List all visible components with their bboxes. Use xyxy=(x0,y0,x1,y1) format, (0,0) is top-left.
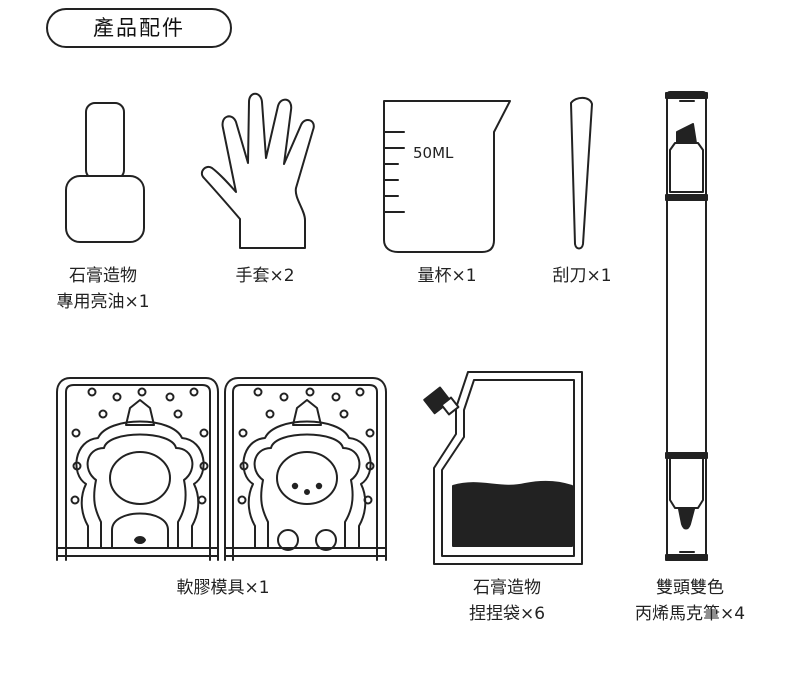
marker-label-line1: 雙頭雙色 xyxy=(656,578,724,598)
polish-label-line1: 石膏造物 xyxy=(69,266,137,286)
pouch-label-line1: 石膏造物 xyxy=(473,578,541,598)
gloves-caption: 手套×2 xyxy=(215,263,315,289)
scraper-label: 刮刀×1 xyxy=(552,266,612,286)
marker-caption: 雙頭雙色 丙烯馬克筆×4 xyxy=(620,575,760,627)
mold-caption: 軟膠模具×1 xyxy=(143,575,303,601)
polish-label-line2: 專用亮油×1 xyxy=(56,292,150,312)
gloves-label: 手套×2 xyxy=(235,266,295,286)
pouch-label-line2: 捏捏袋×6 xyxy=(468,604,546,624)
section-title: 產品配件 xyxy=(93,16,185,40)
glove-icon xyxy=(200,92,315,249)
mold-label: 軟膠模具×1 xyxy=(176,578,270,598)
section-title-pill: 產品配件 xyxy=(46,8,232,48)
polish-bottle-icon xyxy=(65,102,145,243)
marker-label-line2: 丙烯馬克筆×4 xyxy=(634,604,746,624)
squeeze-pouch-icon xyxy=(423,371,583,565)
scraper-icon xyxy=(570,96,593,250)
cup-marking: 50ML xyxy=(413,144,454,162)
cup-label: 量杯×1 xyxy=(417,266,477,286)
cup-caption: 量杯×1 xyxy=(397,263,497,289)
mold-left-icon xyxy=(56,377,219,561)
marker-icon xyxy=(665,91,708,561)
polish-caption: 石膏造物 專用亮油×1 xyxy=(42,263,164,315)
measuring-cup-icon: 50ML xyxy=(383,100,511,253)
pouch-caption: 石膏造物 捏捏袋×6 xyxy=(442,575,572,627)
scraper-caption: 刮刀×1 xyxy=(532,263,632,289)
mold-right-icon xyxy=(224,377,387,561)
